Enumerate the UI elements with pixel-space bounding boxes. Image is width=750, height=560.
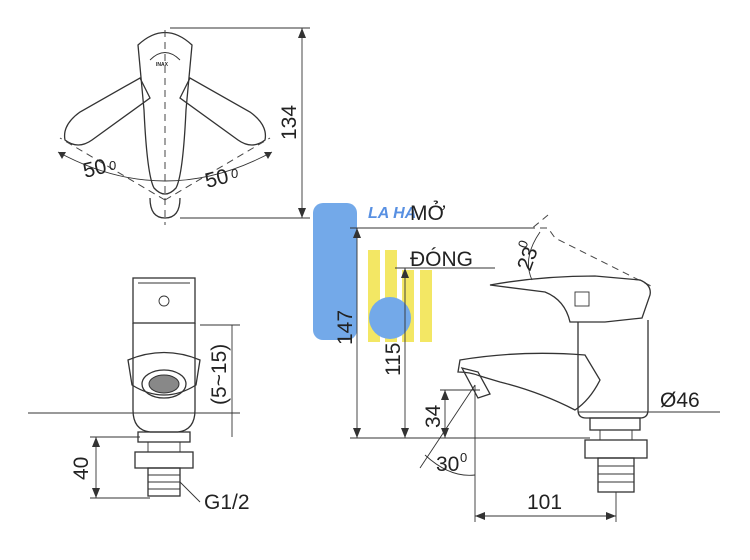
- watermark-yellow-bar-4: [420, 270, 432, 342]
- top-base: [149, 197, 181, 219]
- dim-101-arrow-right: [606, 512, 616, 520]
- side-base: [589, 417, 641, 431]
- top-angle-arc: [57, 151, 273, 182]
- dim-115-value: 115: [382, 343, 405, 376]
- front-neck: [147, 442, 181, 452]
- side-view: MỞ ĐÓNG 23 0 147 115 34 30 0 Ø46: [334, 201, 720, 522]
- front-handle: [132, 277, 196, 324]
- dim-147-value: 147: [334, 310, 357, 345]
- side-handle-open-tip: [529, 214, 549, 231]
- front-nut: [134, 451, 194, 469]
- spout-angle-value: 30: [436, 453, 459, 476]
- side-spout: [457, 352, 601, 411]
- front-view: (5~15) 40 G1/2: [28, 277, 250, 514]
- angle-left-value: 50: [81, 155, 109, 183]
- dim-diameter-value: Ø46: [660, 389, 700, 412]
- side-body: [577, 320, 649, 419]
- side-nut: [584, 439, 648, 459]
- dim-134-arrow-bottom: [298, 208, 306, 218]
- watermark-text: LA HA: [368, 205, 416, 222]
- dim-134-value: 134: [278, 105, 301, 140]
- side-handle-logo: [574, 291, 590, 307]
- dim-147-arrow-bottom: [353, 428, 361, 438]
- dim-40-value: 40: [70, 457, 93, 480]
- spout-angle-arc: [424, 454, 476, 476]
- handle-angle-arc: [527, 231, 541, 281]
- dim-101-value: 101: [527, 491, 562, 514]
- top-arc-arrow-left: [58, 152, 66, 159]
- angle-left-degree: 0: [109, 158, 116, 173]
- top-ray-right: [164, 137, 271, 201]
- spout-angle-degree: 0: [460, 450, 467, 465]
- top-ray-left: [59, 137, 166, 201]
- dim-34-arrow-top: [441, 390, 449, 400]
- angle-right-degree: 0: [231, 166, 238, 181]
- top-view: INAX 50 0 50 0 134: [57, 27, 310, 225]
- dim-40-arrow-top: [92, 437, 100, 447]
- watermark-circle: [369, 297, 411, 339]
- spout-angle-ray: [419, 384, 476, 469]
- top-handle-left: [63, 77, 151, 146]
- side-thread-lines: [598, 465, 634, 483]
- thread-label: G1/2: [204, 491, 250, 514]
- top-arc-arrow-right: [264, 152, 272, 159]
- label-close: ĐÓNG: [410, 248, 473, 271]
- front-thread-lines: [148, 474, 180, 490]
- dim-101-arrow-left: [475, 512, 485, 520]
- watermark-blue-bar: [313, 203, 357, 340]
- front-aerator-mesh: [148, 374, 180, 394]
- top-handle-detail: [149, 52, 181, 61]
- side-handle: [489, 275, 651, 323]
- thread-leader: [179, 481, 201, 503]
- front-handle-screw: [158, 295, 170, 307]
- dim-34-arrow-bottom: [441, 428, 449, 438]
- brand-logo: INAX: [156, 62, 169, 68]
- dim-115-arrow-top: [401, 268, 409, 278]
- side-neck: [599, 430, 633, 440]
- top-handle-right: [179, 77, 267, 146]
- dim-147-arrow-top: [353, 228, 361, 238]
- label-open: MỞ: [410, 201, 446, 225]
- dim-40-arrow-bottom: [92, 488, 100, 498]
- dim-134-arrow-top: [298, 28, 306, 38]
- dim-34-value: 34: [422, 404, 445, 428]
- handle-angle-degree: 0: [515, 238, 532, 250]
- side-thread: [597, 457, 635, 493]
- dim-115-arrow-bottom: [401, 428, 409, 438]
- angle-right-value: 50: [203, 165, 231, 193]
- front-base: [137, 431, 191, 443]
- top-handle: [137, 32, 193, 195]
- front-aerator: [141, 369, 187, 399]
- side-handle-open: [528, 227, 656, 289]
- dim-aerator-value: (5~15): [208, 344, 231, 405]
